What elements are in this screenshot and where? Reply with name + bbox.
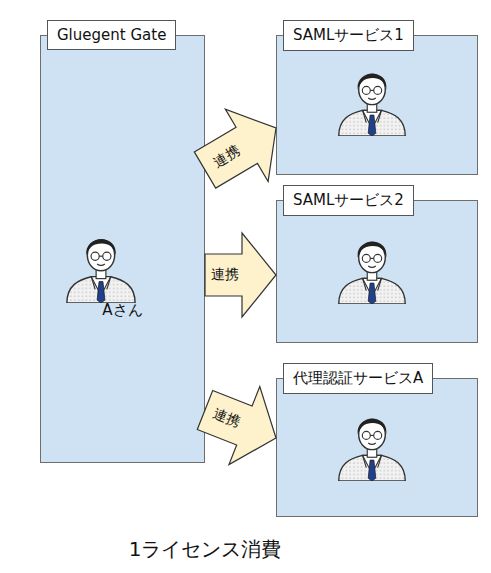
box-heading: Gluegent Gate [47, 20, 176, 50]
box-heading: SAMLサービス1 [283, 20, 414, 51]
user-name: Aさん [41, 301, 204, 320]
block-arrow [194, 109, 276, 188]
box-heading: SAMLサービス2 [283, 185, 414, 216]
idp-box: Gluegent GateAさん [40, 35, 205, 463]
caption: 1ライセンス消費 [0, 536, 410, 563]
block-arrow [205, 233, 276, 317]
block-arrow [197, 386, 276, 464]
arrow-label: 連携 [211, 266, 239, 284]
box-heading: 代理認証サービスA [283, 363, 433, 394]
